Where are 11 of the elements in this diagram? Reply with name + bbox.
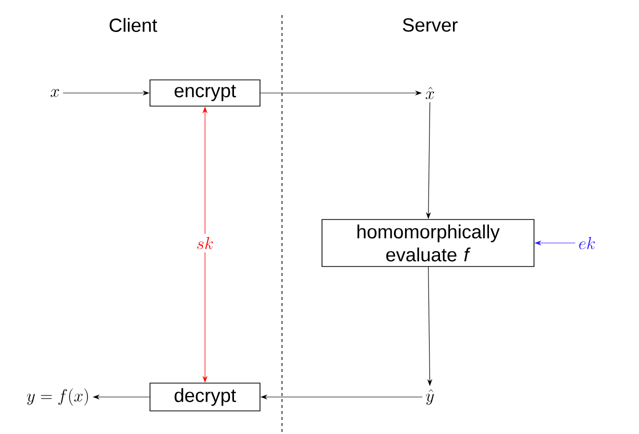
- variable-label: $ek$: [579, 237, 595, 250]
- variable-label: $\hat{y}$: [426, 389, 434, 405]
- process-box: decrypt: [150, 382, 260, 412]
- process-box: encrypt: [150, 80, 260, 107]
- variable-label: $\hat{x}$: [426, 87, 434, 100]
- variable-label: $y=f(x)$: [27, 388, 88, 406]
- variable-label: $sk$: [197, 237, 213, 250]
- variable-label: $x$: [50, 89, 60, 97]
- column-heading: Server: [402, 18, 458, 32]
- process-box: homomorphically evaluate f: [322, 219, 534, 267]
- column-heading: Client: [110, 18, 158, 32]
